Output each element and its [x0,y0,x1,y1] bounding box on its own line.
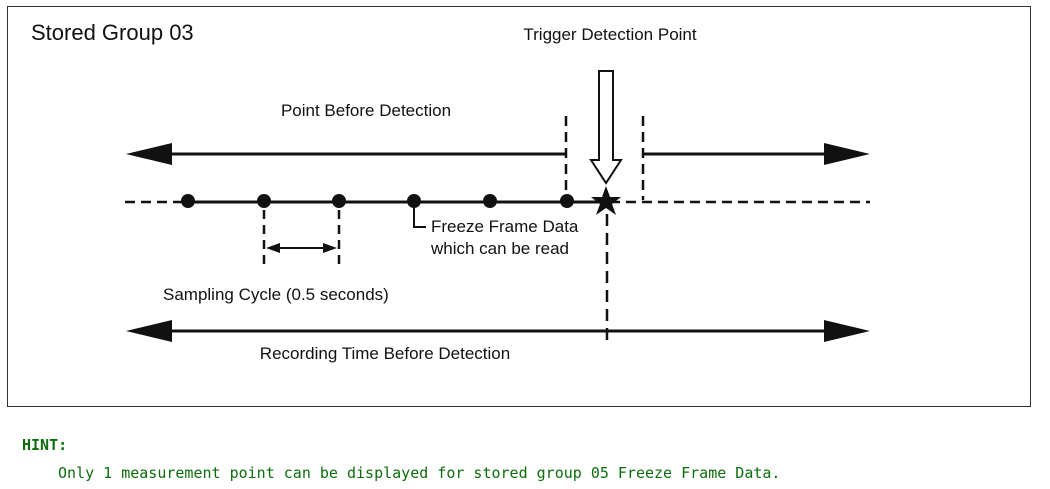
recording-time-arrow-left [126,320,172,342]
recording-time-label: Recording Time Before Detection [260,344,510,363]
trigger-detection-label: Trigger Detection Point [523,25,697,44]
freeze-frame-leader [413,207,426,228]
recording-time-arrow-right [824,320,870,342]
point-after-arrow-head [824,143,870,165]
sample-point [407,194,421,208]
sampling-cycle-label: Sampling Cycle (0.5 seconds) [163,285,389,304]
trigger-star-icon [591,186,621,215]
group-title: Stored Group 03 [31,20,194,45]
freeze-frame-label-line1: Freeze Frame Data [431,217,579,236]
trigger-down-arrow [589,70,623,185]
sample-point [332,194,346,208]
sample-point [257,194,271,208]
hint-text: Only 1 measurement point can be displaye… [58,464,781,482]
diagram-frame [7,6,1031,407]
freeze-frame-label-line2: which can be read [430,239,569,258]
sample-point [181,194,195,208]
hint-title: HINT: [22,436,68,454]
sampling-cycle-arrow-left [266,243,280,253]
point-before-detection-label: Point Before Detection [281,101,451,120]
sample-point [560,194,574,208]
sampling-cycle-arrow-right [323,243,337,253]
point-before-arrow-head [126,143,172,165]
sample-point [483,194,497,208]
